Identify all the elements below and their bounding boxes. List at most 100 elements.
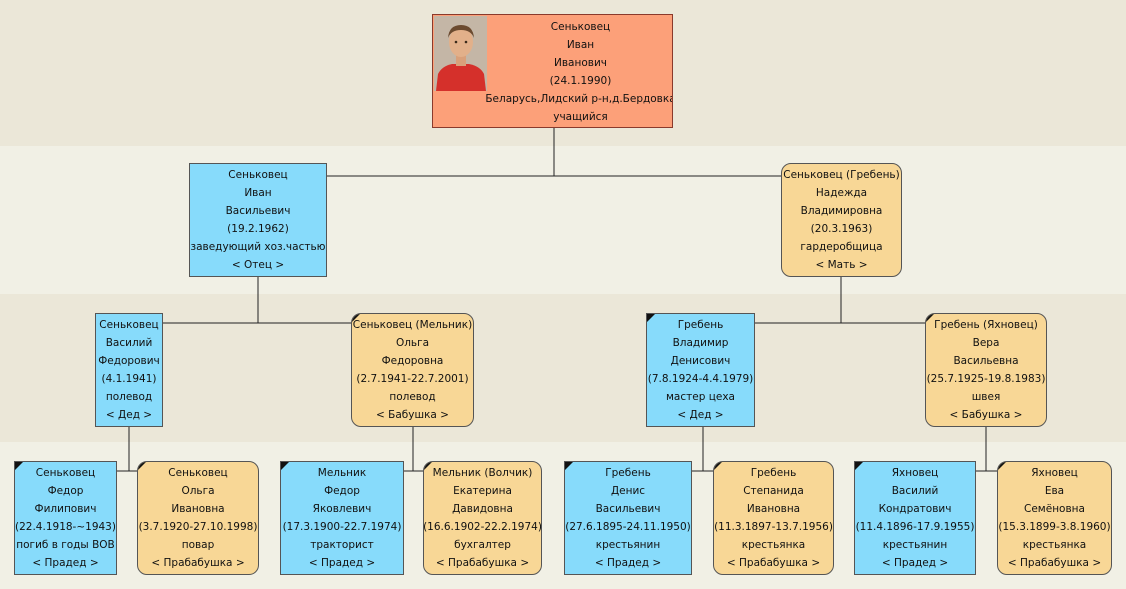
relation-label: < Прабабушка > [151, 557, 245, 569]
given-name: Ольга [395, 337, 430, 349]
surname: Сеньковец [35, 467, 96, 479]
patronymic: Ивановна [746, 503, 801, 515]
person-card-father[interactable]: Сеньковец Иван Васильевич (19.2.1962) за… [189, 163, 327, 277]
life-dates: (25.7.1925-19.8.1983) [926, 373, 1046, 385]
given-name: Владимир [672, 337, 729, 349]
patronymic: Денисович [670, 355, 731, 367]
expand-corner-icon[interactable] [352, 314, 360, 322]
relation-label: < Бабушка > [949, 409, 1023, 421]
surname: Мельник [317, 467, 367, 479]
relation-label: < Дед > [105, 409, 153, 421]
given-name: Надежда [815, 187, 868, 199]
occupation: погиб в годы ВОВ [16, 539, 115, 551]
given-name: Федор [47, 485, 84, 497]
occupation: заведующий хоз.частью [190, 241, 326, 253]
person-card-mother[interactable]: Сеньковец (Гребень) Надежда Владимировна… [781, 163, 902, 277]
person-card-maternal-grandmother[interactable]: Гребень (Яхновец) Вера Васильевна (25.7.… [925, 313, 1047, 427]
expand-corner-icon[interactable] [998, 462, 1006, 470]
expand-corner-icon[interactable] [565, 462, 573, 470]
life-dates: (2.7.1941-22.7.2001) [356, 373, 469, 385]
life-dates: (17.3.1900-22.7.1974) [282, 521, 402, 533]
relation-label: < Прадед > [32, 557, 99, 569]
surname: Сеньковец [168, 467, 228, 479]
person-card-self[interactable]: Сеньковец Иван Иванович (24.1.1990) Бела… [432, 14, 673, 128]
surname: Гребень [677, 319, 724, 331]
occupation: тракторист [310, 539, 374, 551]
surname: Сеньковец [228, 169, 288, 181]
patronymic: Федорович [98, 355, 160, 367]
relation-label: < Дед > [677, 409, 724, 421]
surname: Сеньковец [99, 319, 159, 331]
given-name: Иван [244, 187, 272, 199]
life-dates: (22.4.1918-~1943) [15, 521, 116, 533]
relation-label: < Бабушка > [376, 409, 449, 421]
given-name: Василий [105, 337, 153, 349]
given-name: Федор [324, 485, 360, 497]
person-card-great-grandmother-1[interactable]: Сеньковец Ольга Ивановна (3.7.1920-27.10… [137, 461, 259, 575]
person-card-paternal-grandmother[interactable]: Сеньковец (Мельник) Ольга Федоровна (2.7… [351, 313, 474, 427]
occupation: учащийся [553, 111, 608, 123]
given-name: Вера [972, 337, 1000, 349]
person-card-maternal-grandfather[interactable]: Гребень Владимир Денисович (7.8.1924-4.4… [646, 313, 755, 427]
patronymic: Яковлевич [312, 503, 372, 515]
given-name: Ольга [181, 485, 215, 497]
person-card-great-grandfather-1[interactable]: Сеньковец Федор Филипович (22.4.1918-~19… [14, 461, 117, 575]
life-dates: (19.2.1962) [227, 223, 289, 235]
expand-corner-icon[interactable] [855, 462, 863, 470]
occupation: мастер цеха [666, 391, 735, 403]
surname: Сеньковец [550, 21, 611, 33]
expand-corner-icon[interactable] [926, 314, 934, 322]
patronymic: Васильевич [595, 503, 661, 515]
expand-corner-icon[interactable] [424, 462, 432, 470]
relation-label: < Прадед > [308, 557, 376, 569]
patronymic: Филипович [34, 503, 97, 515]
expand-corner-icon[interactable] [15, 462, 23, 470]
generation-band-2 [0, 146, 1126, 294]
person-card-paternal-grandfather[interactable]: Сеньковец Василий Федорович (4.1.1941) п… [95, 313, 163, 427]
patronymic: Владимировна [800, 205, 883, 217]
life-dates: (4.1.1941) [101, 373, 157, 385]
relation-label: < Отец > [231, 259, 285, 271]
expand-corner-icon[interactable] [138, 462, 146, 470]
patronymic: Васильевич [225, 205, 291, 217]
life-dates: (15.3.1899-3.8.1960) [998, 521, 1111, 533]
occupation: крестьянка [741, 539, 806, 551]
given-name: Иван [566, 39, 595, 51]
given-name: Василий [891, 485, 939, 497]
relation-label: < Прабабушка > [1007, 557, 1102, 569]
given-name: Екатерина [453, 485, 512, 497]
expand-corner-icon[interactable] [647, 314, 655, 322]
occupation: повар [181, 539, 215, 551]
person-card-great-grandfather-3[interactable]: Гребень Денис Васильевич (27.6.1895-24.1… [564, 461, 692, 575]
person-card-great-grandfather-2[interactable]: Мельник Федор Яковлевич (17.3.1900-22.7.… [280, 461, 404, 575]
occupation: полевод [389, 391, 436, 403]
person-card-great-grandfather-4[interactable]: Яхновец Василий Кондратович (11.4.1896-1… [854, 461, 976, 575]
life-dates: (27.6.1895-24.11.1950) [565, 521, 691, 533]
given-name: Ева [1044, 485, 1065, 497]
person-card-great-grandmother-3[interactable]: Гребень Степанида Ивановна (11.3.1897-13… [713, 461, 834, 575]
given-name: Степанида [743, 485, 804, 497]
life-dates: (11.3.1897-13.7.1956) [714, 521, 833, 533]
patronymic: Кондратович [878, 503, 952, 515]
life-dates: (16.6.1902-22.2.1974) [423, 521, 542, 533]
occupation: швея [971, 391, 1001, 403]
person-card-great-grandmother-2[interactable]: Мельник (Волчик) Екатерина Давидовна (16… [423, 461, 542, 575]
life-dates: (24.1.1990) [549, 75, 612, 87]
occupation: бухгалтер [454, 539, 511, 551]
relation-label: < Мать > [815, 259, 868, 271]
relation-label: < Прабабушка > [435, 557, 530, 569]
patronymic: Федоровна [381, 355, 444, 367]
relation-label: < Прабабушка > [726, 557, 821, 569]
surname: Сеньковец (Мельник) [352, 319, 473, 331]
person-card-great-grandmother-4[interactable]: Яхновец Ева Семёновна (15.3.1899-3.8.196… [997, 461, 1112, 575]
relation-label: < Прадед > [594, 557, 662, 569]
life-dates: (7.8.1924-4.4.1979) [647, 373, 754, 385]
occupation: гардеробщица [800, 241, 883, 253]
occupation: крестьянин [882, 539, 948, 551]
expand-corner-icon[interactable] [281, 462, 289, 470]
expand-corner-icon[interactable] [714, 462, 722, 470]
life-dates: (20.3.1963) [810, 223, 873, 235]
surname: Гребень (Яхновец) [934, 319, 1038, 331]
surname: Гребень [750, 467, 797, 479]
